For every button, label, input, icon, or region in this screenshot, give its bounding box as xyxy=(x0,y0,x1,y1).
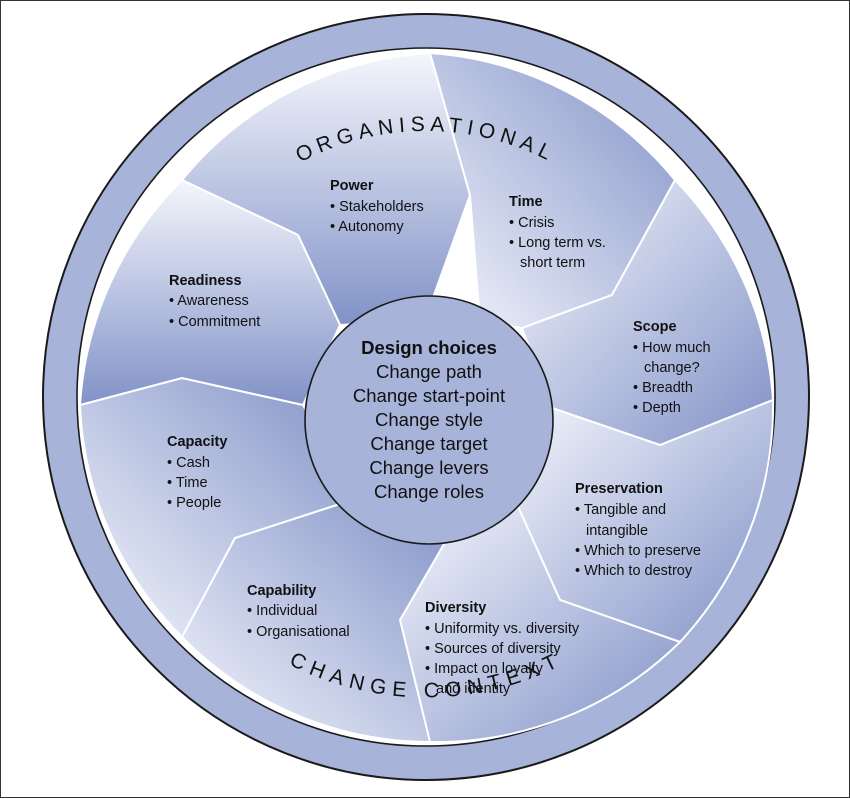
segment-line: • Tangible and xyxy=(575,502,666,518)
center-text: Design choices Change path Change start-… xyxy=(353,337,505,502)
segment-line: • Crisis xyxy=(509,215,554,231)
preservation-label-group: Preservation • Tangible and intangible •… xyxy=(575,481,701,579)
segment-line: • People xyxy=(167,495,221,511)
segment-line: • Individual xyxy=(247,603,317,619)
center-item: Change path xyxy=(376,361,482,382)
scope-label-group: Scope • How much change? • Breadth • Dep… xyxy=(633,319,711,416)
segment-line: change? xyxy=(644,360,700,376)
power-label-group: Power • Stakeholders • Autonomy xyxy=(330,178,424,235)
segment-title: Diversity xyxy=(425,600,486,616)
segment-title: Preservation xyxy=(575,481,663,497)
segment-title: Time xyxy=(509,194,543,210)
segment-line: • Awareness xyxy=(169,293,249,309)
segment-title: Readiness xyxy=(169,273,242,289)
segment-line: • Which to destroy xyxy=(575,563,693,579)
center-item: Change target xyxy=(370,433,487,454)
segment-line: • Time xyxy=(167,475,208,491)
segment-line: and identity xyxy=(436,681,511,697)
capacity-label-group: Capacity • Cash • Time • People xyxy=(167,434,227,511)
segment-line: • Impact on loyalty xyxy=(425,661,544,677)
segment-line: • Which to preserve xyxy=(575,543,701,559)
segment-title: Capability xyxy=(247,583,316,599)
segment-title: Capacity xyxy=(167,434,227,450)
segment-line: intangible xyxy=(586,523,648,539)
segment-line: • How much xyxy=(633,340,711,356)
center-hub xyxy=(304,295,554,545)
segment-line: short term xyxy=(520,255,585,271)
time-label-group: Time • Crisis • Long term vs. short term xyxy=(509,194,606,271)
readiness-label-group: Readiness • Awareness • Commitment xyxy=(169,273,260,330)
segment-line: • Commitment xyxy=(169,314,260,330)
segment-line: • Uniformity vs. diversity xyxy=(425,621,580,637)
segment-line: • Cash xyxy=(167,455,210,471)
center-item: Change start-point xyxy=(353,385,505,406)
center-item: Change style xyxy=(375,409,483,430)
center-item: Change levers xyxy=(369,457,488,478)
capability-label-group: Capability • Individual • Organisational xyxy=(247,583,350,640)
segment-readiness xyxy=(78,178,342,407)
segment-line: • Long term vs. xyxy=(509,235,606,251)
segment-line: • Stakeholders xyxy=(330,199,424,215)
segment-line: • Organisational xyxy=(247,624,350,640)
diversity-label-group: Diversity • Uniformity vs. diversity • S… xyxy=(425,600,580,697)
segment-line: • Sources of diversity xyxy=(425,641,561,657)
segment-title: Scope xyxy=(633,319,677,335)
segment-line: • Autonomy xyxy=(330,219,404,235)
center-item: Change roles xyxy=(374,481,484,502)
segments xyxy=(78,51,775,744)
segment-title: Power xyxy=(330,178,374,194)
segment-line: • Breadth xyxy=(633,380,693,396)
segment-line: • Depth xyxy=(633,400,681,416)
center-title: Design choices xyxy=(361,337,497,358)
